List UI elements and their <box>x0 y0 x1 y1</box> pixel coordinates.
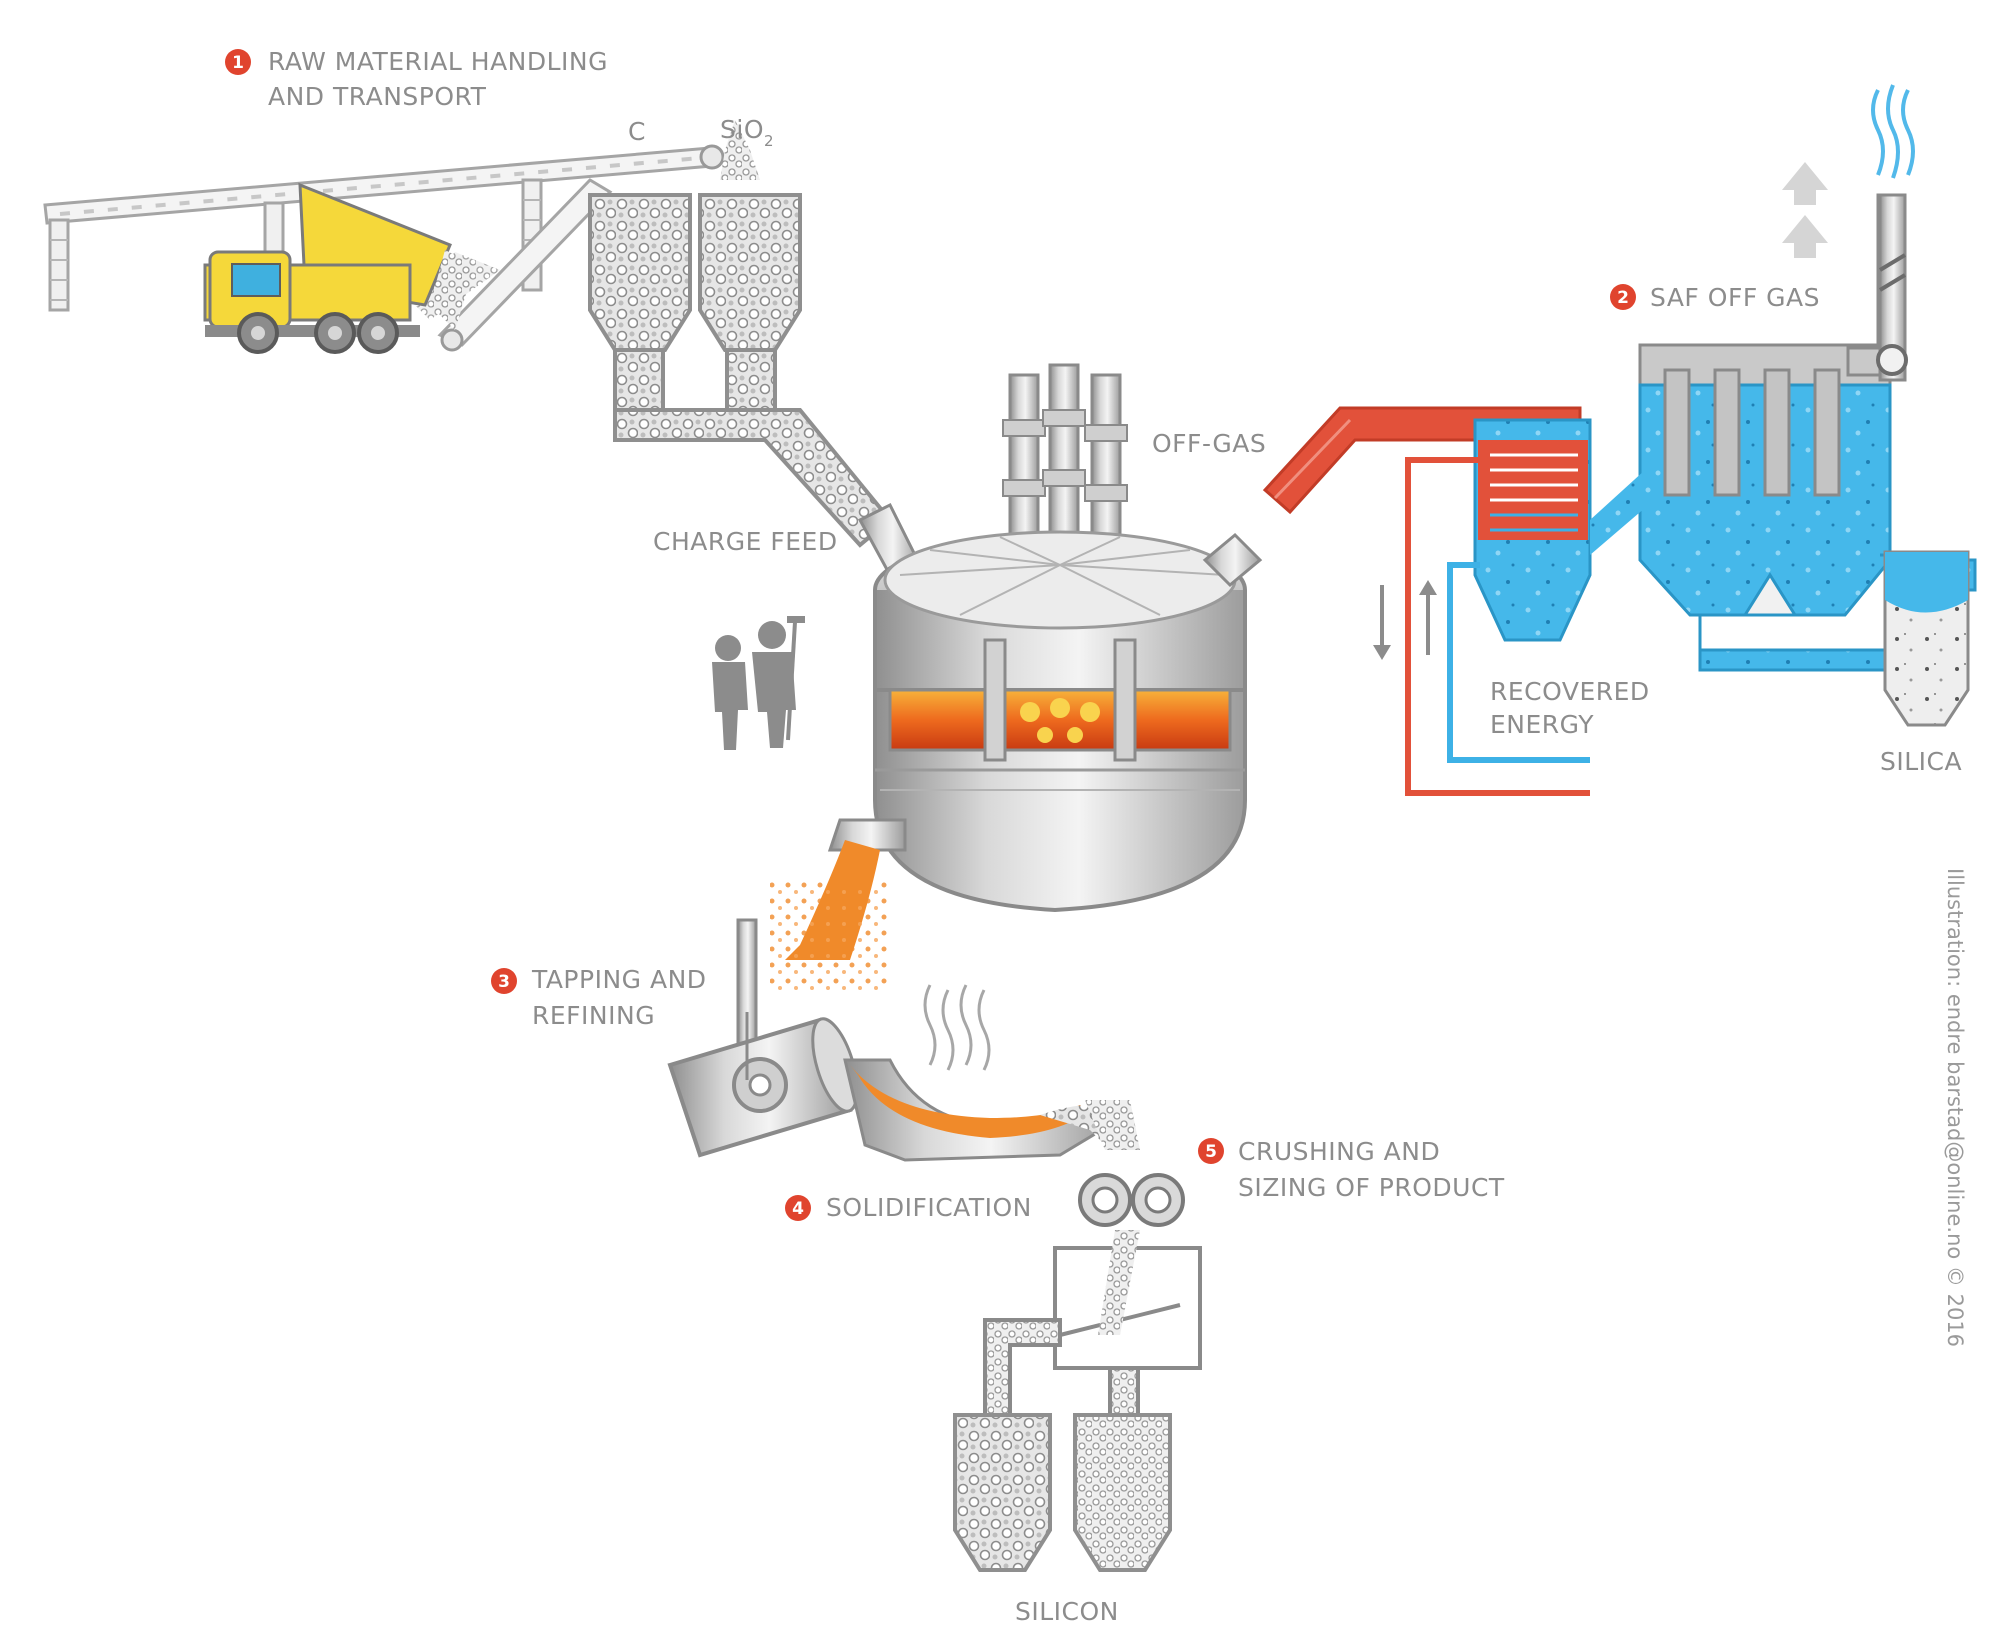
carbon-label: C <box>628 117 646 146</box>
svg-text:5: 5 <box>1205 1142 1217 1162</box>
silica-feed-label: SiO2 <box>720 115 774 150</box>
recovered-energy-label-2: ENERGY <box>1490 710 1594 739</box>
conveyor-belt <box>43 144 725 352</box>
step-badge <box>491 968 517 994</box>
heat-waves-icon <box>923 984 991 1071</box>
svg-text:CRUSHING AND: CRUSHING AND <box>1238 1137 1440 1166</box>
svg-text:2: 2 <box>1617 288 1629 308</box>
workers-icon <box>712 616 805 750</box>
filter-house <box>1590 343 1977 672</box>
step-badge <box>225 49 251 75</box>
crusher-rollers-icon <box>1078 1173 1185 1227</box>
electrodes <box>1002 363 1128 557</box>
water-loop <box>1405 457 1590 796</box>
svg-text:3: 3 <box>498 972 510 992</box>
svg-text:TAPPING AND: TAPPING AND <box>531 965 707 994</box>
stack <box>1846 193 1908 382</box>
svg-text:SIZING OF PRODUCT: SIZING OF PRODUCT <box>1238 1173 1505 1202</box>
off-gas-label: OFF-GAS <box>1152 429 1266 458</box>
silicon-bins <box>953 1413 1172 1572</box>
step-badge <box>1198 1138 1224 1164</box>
svg-text:1: 1 <box>232 53 244 73</box>
recovered-energy-label-1: RECOVERED <box>1490 677 1650 706</box>
svg-text:4: 4 <box>792 1199 804 1219</box>
step-badge <box>785 1195 811 1221</box>
dump-truck-icon <box>203 182 475 354</box>
step-2-label: 2 SAF OFF GAS <box>1610 283 1820 312</box>
screening-unit <box>983 1230 1202 1430</box>
svg-text:SAF OFF GAS: SAF OFF GAS <box>1650 283 1820 312</box>
flow-arrows <box>1373 580 1437 660</box>
silica-hopper <box>698 120 802 412</box>
step-5-label: 5 CRUSHING AND SIZING OF PRODUCT <box>1198 1137 1505 1202</box>
up-arrow-icon <box>1782 162 1828 258</box>
step-1-label: 1 RAW MATERIAL HANDLING AND TRANSPORT <box>225 47 608 111</box>
silica-bin <box>1883 550 1970 727</box>
heat-exchanger <box>1473 418 1592 642</box>
carbon-hopper <box>588 193 692 412</box>
svg-text:REFINING: REFINING <box>532 1001 655 1030</box>
silica-label: SILICA <box>1880 747 1962 776</box>
svg-text:RAW MATERIAL HANDLING: RAW MATERIAL HANDLING <box>268 47 608 76</box>
step-4-label: 4 SOLIDIFICATION <box>785 1193 1032 1222</box>
charge-feed-label: CHARGE FEED <box>653 527 838 556</box>
step-3-label: 3 TAPPING AND REFINING <box>491 965 707 1030</box>
smoke-icon <box>1871 84 1915 179</box>
svg-text:AND TRANSPORT: AND TRANSPORT <box>268 82 487 111</box>
molten-stream <box>770 840 890 990</box>
furnace <box>827 530 1247 913</box>
step-badge <box>1610 284 1636 310</box>
solidification-tray <box>843 1058 1140 1162</box>
silicon-label: SILICON <box>1015 1597 1119 1626</box>
svg-text:SOLIDIFICATION: SOLIDIFICATION <box>826 1193 1032 1222</box>
illustration-credit: Illustration: endre barstad@online.no © … <box>1943 868 1967 1347</box>
